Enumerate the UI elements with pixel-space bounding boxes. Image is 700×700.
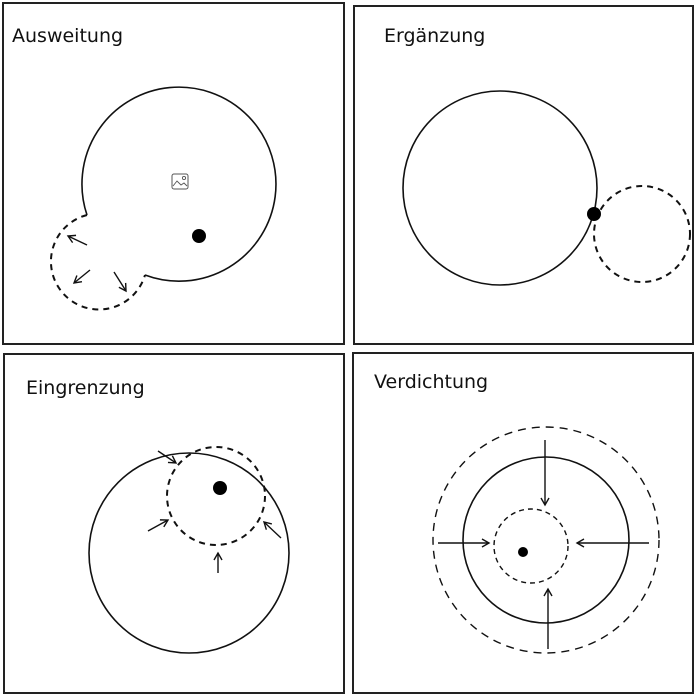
outer-dashed-circle (432, 426, 660, 654)
panel-frame (352, 352, 694, 694)
panel-eingrenzung: Eingrenzung (3, 353, 345, 694)
panel-frame (2, 2, 345, 345)
panel-frame (3, 353, 345, 694)
narrowing-dashed-circle (166, 446, 266, 546)
focus-dot (518, 547, 528, 557)
focus-dot (192, 229, 206, 243)
arrow-outward (66, 234, 88, 246)
complement-dashed-circle (593, 185, 691, 283)
main-circle (402, 90, 598, 286)
arrow-inward (147, 519, 170, 532)
arrow-outward (113, 271, 127, 293)
panel-verdichtung: Verdichtung (352, 352, 694, 694)
image-placeholder-icon (171, 173, 189, 190)
arrow-outward (72, 269, 91, 284)
main-circle (88, 452, 290, 654)
main-circle (462, 456, 630, 624)
arrow-inward (262, 521, 282, 539)
main-circle-open (81, 86, 277, 282)
panel-ergaenzung: Ergänzung (353, 5, 694, 345)
expansion-dashed-arc (49, 214, 146, 311)
focus-dot (587, 207, 601, 221)
panel-ausweitung: Ausweitung (2, 2, 345, 345)
focus-dot (213, 481, 227, 495)
panel-title: Eingrenzung (26, 377, 145, 399)
panel-title: Ausweitung (12, 25, 123, 47)
panel-title: Ergänzung (384, 25, 485, 47)
arrow-inward (157, 450, 178, 464)
panel-frame (353, 5, 694, 345)
panel-title: Verdichtung (374, 371, 488, 393)
inner-dashed-circle (493, 508, 569, 584)
